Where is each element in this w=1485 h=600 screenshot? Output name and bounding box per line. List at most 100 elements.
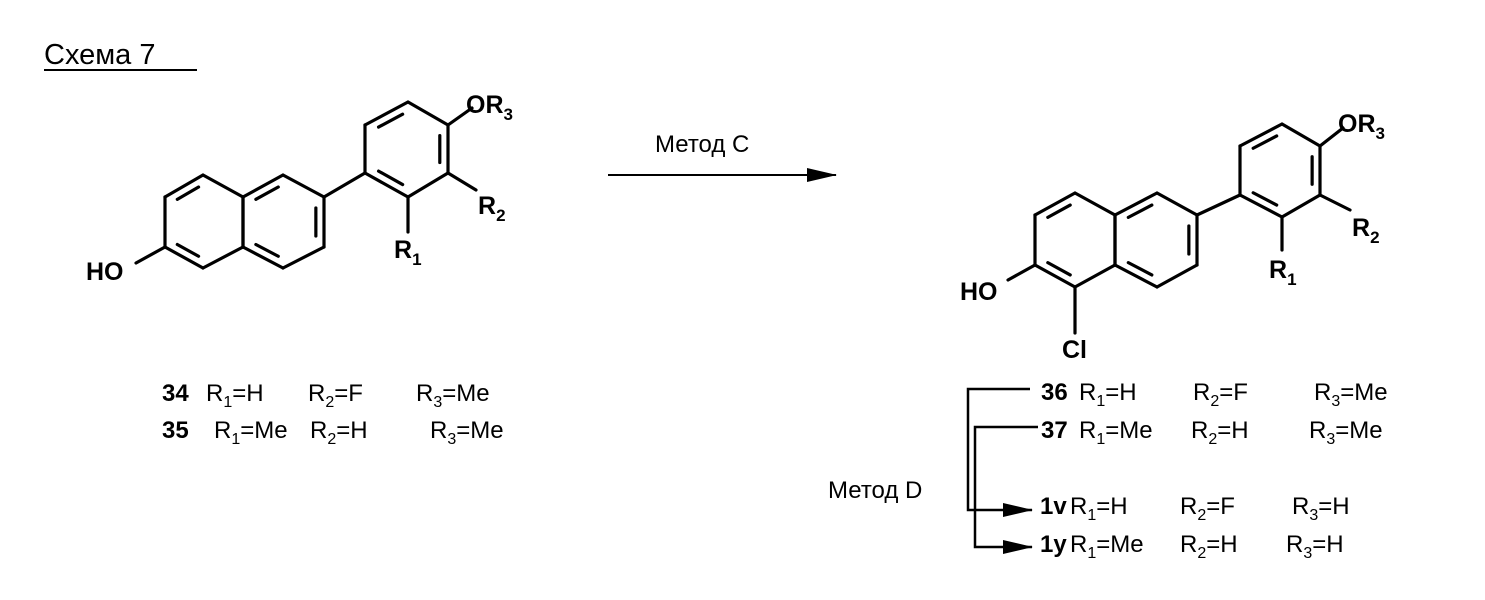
substituent-symbol: R xyxy=(1070,493,1087,520)
substituent-value: =Me xyxy=(1105,417,1152,444)
bond xyxy=(1282,195,1320,217)
bond xyxy=(243,247,283,268)
or3-label: OR3 xyxy=(466,91,513,124)
substituent-value: =H xyxy=(1096,493,1127,520)
substituent-symbol: R xyxy=(1193,379,1210,406)
bond xyxy=(1320,195,1350,210)
substituent-subscript: 2 xyxy=(1208,431,1217,448)
chlorine-label: Cl xyxy=(1062,336,1087,364)
bond xyxy=(203,175,243,197)
substituent-subscript: 1 xyxy=(1096,393,1105,410)
hydroxyl-label: HO xyxy=(960,278,998,306)
subscript: 2 xyxy=(496,206,505,225)
substituent-value: =H xyxy=(1312,531,1343,558)
bond xyxy=(203,247,243,268)
substituent-subscript: 1 xyxy=(231,431,240,448)
subscript: 2 xyxy=(1370,228,1379,247)
substituent-value: =H xyxy=(1217,417,1248,444)
substituent-value: =F xyxy=(1206,493,1235,520)
method-c-label: Метод C xyxy=(655,131,749,158)
r2-label: R2 xyxy=(1352,214,1380,247)
substituent-subscript: 1 xyxy=(1087,545,1096,562)
substituent-symbol: R xyxy=(1191,417,1208,444)
compound-number: 1y xyxy=(1040,531,1067,558)
substituent-value: =H xyxy=(1318,493,1349,520)
bond xyxy=(283,175,324,197)
compound-number: 34 xyxy=(162,380,189,407)
substituent-subscript: 3 xyxy=(1303,545,1312,562)
substituent-symbol: R xyxy=(1079,417,1096,444)
substituent-symbol: R xyxy=(1180,531,1197,558)
substituent-subscript: 2 xyxy=(1197,507,1206,524)
substituent-symbol: R xyxy=(416,380,433,407)
product-structure xyxy=(1008,124,1350,333)
bond xyxy=(1157,265,1197,287)
r-symbol: R xyxy=(1357,110,1375,138)
compound-label-1y: 1yR1=MeR2=HR3=H xyxy=(1040,531,1344,562)
r1-label: R1 xyxy=(394,236,422,269)
scheme-title: Схема 7 xyxy=(44,39,156,71)
substituent-subscript: 3 xyxy=(447,431,456,448)
subscript: 1 xyxy=(1287,270,1296,289)
substituent-subscript: 1 xyxy=(223,394,232,411)
bond xyxy=(408,102,448,125)
bond xyxy=(1075,265,1115,287)
r1-label: R1 xyxy=(1269,256,1297,289)
substituent-symbol: R xyxy=(214,417,231,444)
subscript: 3 xyxy=(1376,124,1385,143)
substituent-value: =F xyxy=(1219,379,1248,406)
r-symbol: R xyxy=(394,236,412,264)
bond xyxy=(136,247,165,263)
substituent-subscript: 2 xyxy=(325,394,334,411)
oxygen: O xyxy=(466,91,485,119)
substituent-symbol: R xyxy=(1180,493,1197,520)
substituent-symbol: R xyxy=(1314,379,1331,406)
compound-number: 35 xyxy=(162,417,189,444)
compound-number: 37 xyxy=(1041,417,1068,444)
compound-label-1v: 1vR1=HR2=FR3=H xyxy=(1040,493,1350,524)
branch-arrow-36-to-1v xyxy=(968,389,1032,510)
substituent-value: =Me xyxy=(240,417,287,444)
substituent-subscript: 3 xyxy=(1326,431,1335,448)
or3-label: OR3 xyxy=(1338,110,1385,143)
bond xyxy=(1197,195,1240,215)
compound-number: 1v xyxy=(1040,493,1067,520)
substituent-value: =Me xyxy=(456,417,503,444)
substituent-symbol: R xyxy=(308,380,325,407)
compound-label-36: 36R1=HR2=FR3=Me xyxy=(1041,379,1388,410)
r-symbol: R xyxy=(478,192,496,220)
bond xyxy=(408,173,448,197)
product-compound-list: 36R1=HR2=FR3=Me37R1=MeR2=HR3=Me1vR1=HR2=… xyxy=(1040,379,1388,562)
bond xyxy=(165,247,203,268)
substituent-subscript: 2 xyxy=(1210,393,1219,410)
subscript: 3 xyxy=(504,105,513,124)
bond xyxy=(448,173,476,190)
hydroxyl-label: HO xyxy=(86,258,124,286)
substituent-value: =Me xyxy=(1096,531,1143,558)
substituent-symbol: R xyxy=(1079,379,1096,406)
bond xyxy=(1075,193,1115,215)
substituent-symbol: R xyxy=(1070,531,1087,558)
compound-number: 36 xyxy=(1041,379,1068,406)
substituent-subscript: 3 xyxy=(1331,393,1340,410)
r-symbol: R xyxy=(1269,256,1287,284)
substituent-subscript: 3 xyxy=(433,394,442,411)
substituent-value: =H xyxy=(1206,531,1237,558)
bond xyxy=(1282,124,1320,146)
substituent-value: =Me xyxy=(1335,417,1382,444)
substituent-subscript: 3 xyxy=(1309,507,1318,524)
starting-compound-list: 34R1=HR2=FR3=Me35R1=MeR2=HR3=Me xyxy=(162,380,504,448)
compound-label-35: 35R1=MeR2=HR3=Me xyxy=(162,417,504,448)
substituent-value: =F xyxy=(334,380,363,407)
substituent-symbol: R xyxy=(1292,493,1309,520)
substituent-value: =H xyxy=(336,417,367,444)
substituent-symbol: R xyxy=(1286,531,1303,558)
substituent-subscript: 2 xyxy=(1197,545,1206,562)
substituent-subscript: 2 xyxy=(327,431,336,448)
substituent-value: =H xyxy=(1105,379,1136,406)
oxygen: O xyxy=(1338,110,1357,138)
substituent-value: =Me xyxy=(1340,379,1387,406)
bond xyxy=(324,173,365,197)
starting-material-structure xyxy=(136,102,476,268)
